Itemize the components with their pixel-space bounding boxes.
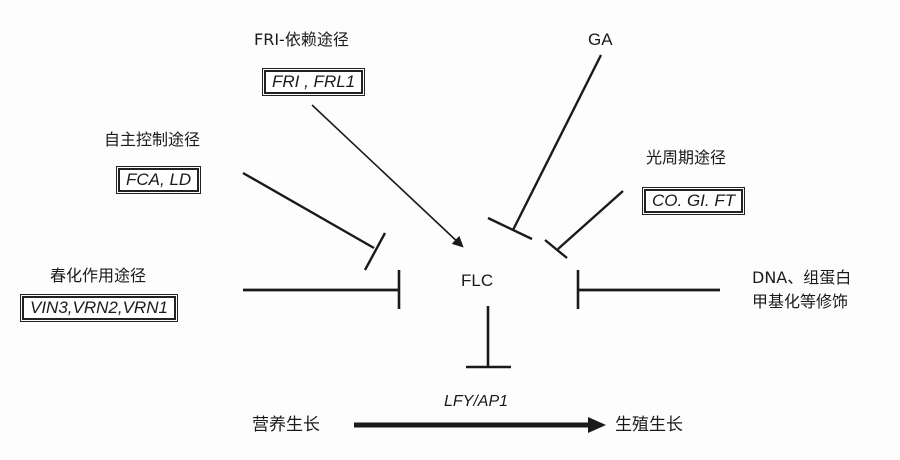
vernalization-inhibition-edge — [243, 270, 401, 309]
epigenetic-label-line2: 甲基化等修饰 — [752, 292, 849, 311]
fri-pathway-title: FRI-依赖途径 — [254, 30, 349, 49]
photoperiod-tbar — [544, 239, 568, 259]
ga-inhibition-edge — [487, 54, 603, 241]
photoperiod-edge-line — [557, 190, 624, 250]
autonomous-pathway-title: 自主控制途径 — [104, 130, 201, 149]
autonomous-tbar — [363, 232, 387, 271]
autonomous-inhibition-edge — [242, 171, 387, 271]
fri-arrow-line — [311, 104, 464, 248]
autonomous-gene-box: FCA, LD — [115, 166, 202, 194]
fri-gene-box: FRI , FRL1 — [261, 68, 366, 96]
flc-inhibition-edge — [466, 306, 511, 369]
vernalization-pathway-title: 春化作用途径 — [50, 266, 147, 285]
flc-node-label: FLC — [461, 271, 494, 290]
epigenetic-label-line1: DNA、组蛋白 — [752, 268, 852, 287]
photoperiod-inhibition-edge — [544, 190, 624, 259]
lfy-ap1-label: LFY/AP1 — [444, 393, 509, 410]
growth-transition-arrow — [354, 417, 606, 433]
vegetative-growth-label: 营养生长 — [252, 415, 320, 435]
ga-tbar — [487, 216, 533, 241]
growth-arrow-head — [588, 417, 606, 433]
photoperiod-gene-box: CO. GI. FT — [641, 187, 746, 215]
reproductive-growth-label: 生殖生长 — [615, 415, 683, 435]
autonomous-edge-line — [242, 171, 375, 250]
ga-edge-line — [511, 54, 603, 231]
ga-label: GA — [588, 30, 613, 49]
photoperiod-pathway-title: 光周期途径 — [646, 148, 727, 167]
vernalization-gene-box: VIN3,VRN2,VRN1 — [20, 294, 178, 322]
fri-activation-arrow — [311, 104, 464, 248]
epigenetic-inhibition-edge — [576, 270, 720, 309]
